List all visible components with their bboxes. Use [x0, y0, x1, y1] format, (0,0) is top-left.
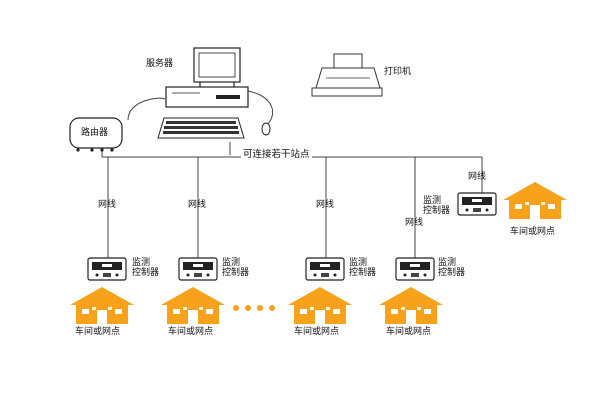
monitoring-controller-4 — [395, 257, 435, 281]
monitoring-controller-5 — [457, 192, 497, 216]
printer — [311, 53, 383, 97]
network-cable-label-5: 网线 — [468, 172, 487, 182]
network-cable-label-4: 网线 — [405, 218, 424, 228]
controller-label-5: 监测控制器 — [423, 196, 451, 216]
workshop-house-1 — [70, 287, 134, 324]
workshop-label-4: 车间或网点 — [386, 327, 432, 337]
router-server-cable — [127, 97, 166, 121]
bus-label: 可连接若干站点 — [241, 149, 312, 160]
network-cable-label-2: 网线 — [188, 200, 207, 210]
network-cable-label-1: 网线 — [98, 200, 117, 210]
controller-label-1: 监测控制器 — [132, 258, 160, 278]
workshop-label-3: 车间或网点 — [294, 327, 340, 337]
workshop-house-4 — [379, 287, 443, 324]
printer-label: 打印机 — [384, 67, 412, 77]
router — [69, 117, 123, 152]
workshop-label-1: 车间或网点 — [75, 327, 121, 337]
keyboard — [157, 117, 245, 139]
monitoring-controller-1 — [87, 257, 127, 281]
server-computer — [165, 47, 249, 108]
server-mouse-cable — [247, 90, 273, 125]
server-label: 服务器 — [146, 59, 174, 69]
monitoring-controller-3 — [305, 257, 345, 281]
controller-label-2: 监测控制器 — [222, 258, 250, 278]
workshop-house-5 — [503, 182, 567, 219]
workshop-house-3 — [288, 287, 352, 324]
workshop-house-2 — [161, 287, 225, 324]
network-lines — [101, 90, 483, 260]
workshop-label-2: 车间或网点 — [168, 327, 214, 337]
mouse-icon — [261, 122, 271, 136]
controller-label-3: 监测控制器 — [349, 258, 377, 278]
network-cable-label-3: 网线 — [316, 200, 335, 210]
controller-label-4: 监测控制器 — [438, 258, 466, 278]
monitoring-controller-2 — [178, 257, 218, 281]
more-sites-ellipsis — [233, 305, 275, 311]
workshop-label-5: 车间或网点 — [510, 227, 556, 237]
router-label: 路由器 — [81, 128, 109, 138]
